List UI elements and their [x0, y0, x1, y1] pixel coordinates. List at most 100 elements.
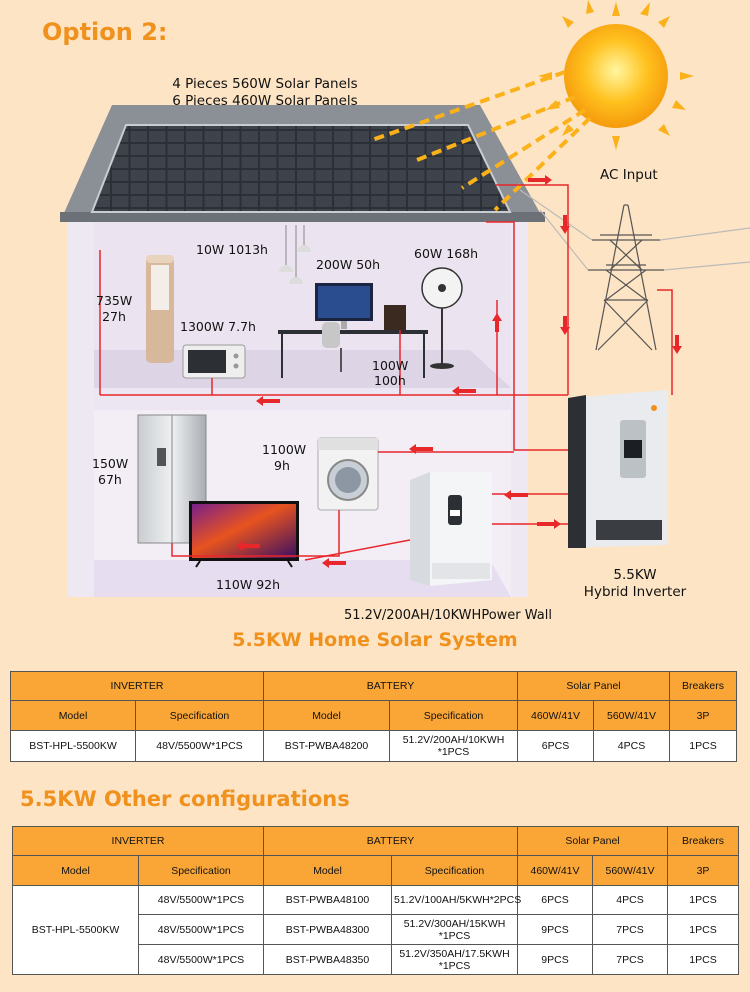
- fridge-label-1: 150W: [92, 456, 129, 471]
- inverter-label-2: Hybrid Inverter: [583, 584, 687, 600]
- table-row: 48V/5500W*1PCS BST-PWBA48300 51.2V/300AH…: [13, 914, 740, 945]
- battery-spec-cell: 51.2V/350AH/17.5KWH*1PCS: [391, 944, 518, 975]
- air-conditioner-label-1: 735W: [96, 293, 133, 308]
- speaker-label-2: 100h: [374, 373, 406, 388]
- solar-panel-header: Solar Panel: [516, 826, 669, 856]
- power-pylon-icon: [519, 189, 750, 351]
- panel-460-header: 460W/41V: [517, 700, 594, 731]
- inverter-model-header: Model: [12, 855, 139, 886]
- tv-label: 110W 92h: [216, 577, 281, 592]
- hybrid-inverter: [568, 390, 668, 548]
- inverter-label-1: 5.5KW: [613, 567, 657, 583]
- breakers-cell: 1PCS: [667, 914, 740, 945]
- other-configs-title: 5.5KW Other configurations: [20, 787, 350, 811]
- sun-icon: [371, 0, 694, 212]
- table-row: BST-HPL-5500KW 48V/5500W*1PCS BST-PWBA48…: [12, 885, 740, 975]
- inverter-header: INVERTER: [10, 671, 264, 701]
- battery-model-header: Model: [263, 700, 390, 731]
- solar-panels-label-1: 4 Pieces 560W Solar Panels: [172, 76, 358, 92]
- washer-label-1: 1100W: [262, 442, 307, 457]
- system-title: 5.5KW Home Solar System: [232, 629, 518, 651]
- solar-panels-label-2: 6 Pieces 460W Solar Panels: [172, 93, 358, 109]
- ac-input-label: AC Input: [600, 167, 658, 183]
- battery-spec-cell: 51.2V/100AH/5KWH*2PCS: [391, 885, 521, 915]
- breakers-cell: 1PCS: [669, 730, 738, 762]
- table-row: BST-HPL-5500KW 48V/5500W*1PCS BST-PWBA48…: [10, 730, 738, 762]
- inverter-spec-cell: 48V/5500W*1PCS: [138, 885, 264, 915]
- main-config-table: INVERTER BATTERY Solar Panel Breakers Mo…: [10, 671, 738, 762]
- fridge-label-2: 67h: [98, 472, 122, 487]
- panel-560-cell: 7PCS: [591, 944, 669, 975]
- battery-spec-line-1: 51.2V/350AH/17.5KWH: [399, 947, 510, 960]
- breakers-cell: 1PCS: [667, 944, 740, 975]
- lamp-icon: [279, 225, 311, 284]
- power-wall-battery: [410, 472, 492, 586]
- panel-560-cell: 4PCS: [591, 885, 669, 915]
- washing-machine-icon: [317, 437, 379, 511]
- computer-desk: [278, 283, 428, 378]
- microwave-label: 1300W 7.7h: [180, 319, 256, 334]
- inverter-header: INVERTER: [12, 826, 264, 856]
- air-conditioner-icon: [146, 255, 174, 363]
- battery-spec-cell: 51.2V/200AH/10KWH*1PCS: [389, 730, 518, 762]
- panel-560-header: 560W/41V: [591, 855, 669, 886]
- lamp-label: 10W 1013h: [196, 242, 268, 257]
- speaker-icon: [384, 305, 406, 330]
- breakers-header: Breakers: [669, 671, 738, 701]
- battery-spec-line-2: *1PCS: [438, 959, 471, 972]
- fan-icon: [421, 267, 463, 369]
- panel-460-cell: 6PCS: [517, 730, 594, 762]
- option-title: Option 2:: [42, 18, 168, 46]
- battery-model-cell: BST-PWBA48200: [263, 730, 390, 762]
- roof: [60, 105, 545, 222]
- battery-spec-header: Specification: [389, 700, 518, 731]
- battery-header: BATTERY: [263, 826, 518, 856]
- inverter-spec-cell: 48V/5500W*1PCS: [138, 914, 264, 945]
- microwave-icon: [182, 344, 246, 379]
- chair-icon: [322, 322, 340, 348]
- inverter-model-cell: BST-HPL-5500KW: [10, 730, 136, 762]
- air-conditioner-label-2: 27h: [102, 309, 126, 324]
- panel-460-cell: 9PCS: [517, 944, 593, 975]
- battery-model-header: Model: [263, 855, 392, 886]
- inverter-spec-header: Specification: [135, 700, 264, 731]
- battery-header: BATTERY: [263, 671, 518, 701]
- solar-panels: [92, 125, 510, 212]
- battery-spec-line-2: *1PCS: [438, 929, 471, 942]
- panel-460-cell: 9PCS: [517, 914, 593, 945]
- washer-label-2: 9h: [274, 458, 290, 473]
- battery-model-cell: BST-PWBA48100: [263, 885, 392, 915]
- inverter-spec-header: Specification: [138, 855, 264, 886]
- breakers-cell: 1PCS: [667, 885, 740, 915]
- breaker-3p-header: 3P: [669, 700, 738, 731]
- breakers-header: Breakers: [667, 826, 740, 856]
- panel-560-cell: 4PCS: [592, 730, 671, 762]
- solar-panel-header: Solar Panel: [516, 671, 671, 701]
- television-icon: [189, 501, 299, 568]
- wiring: [99, 184, 673, 561]
- fan-label: 60W 168h: [414, 246, 479, 261]
- flow-arrows: [236, 175, 682, 568]
- other-config-table: INVERTER BATTERY Solar Panel Breakers Mo…: [12, 826, 740, 975]
- battery-model-cell: BST-PWBA48300: [263, 914, 392, 945]
- panel-460-cell: 6PCS: [517, 885, 593, 915]
- speaker-label-1: 100W: [372, 358, 409, 373]
- battery-spec-cell: 51.2V/300AH/15KWH*1PCS: [391, 914, 518, 945]
- battery-model-cell: BST-PWBA48350: [263, 944, 392, 975]
- power-wall-label: 51.2V/200AH/10KWHPower Wall: [344, 608, 552, 623]
- panel-560-cell: 7PCS: [591, 914, 669, 945]
- battery-spec-line-2: *1PCS: [437, 746, 470, 758]
- panel-560-header: 560W/41V: [592, 700, 671, 731]
- battery-spec-header: Specification: [391, 855, 518, 886]
- inverter-spec-cell: 48V/5500W*1PCS: [135, 730, 264, 762]
- table-row: 48V/5500W*1PCS BST-PWBA48350 51.2V/350AH…: [13, 944, 740, 975]
- solar-system-diagram: [60, 0, 750, 597]
- inverter-model-cell: BST-HPL-5500KW: [12, 885, 139, 975]
- computer-label: 200W 50h: [316, 257, 381, 272]
- battery-spec-line-1: 51.2V/200AH/10KWH: [402, 734, 505, 746]
- breaker-3p-header: 3P: [667, 855, 740, 886]
- inverter-model-header: Model: [10, 700, 136, 731]
- battery-spec-line-1: 51.2V/300AH/15KWH: [403, 917, 506, 930]
- panel-460-header: 460W/41V: [517, 855, 593, 886]
- inverter-spec-cell: 48V/5500W*1PCS: [138, 944, 264, 975]
